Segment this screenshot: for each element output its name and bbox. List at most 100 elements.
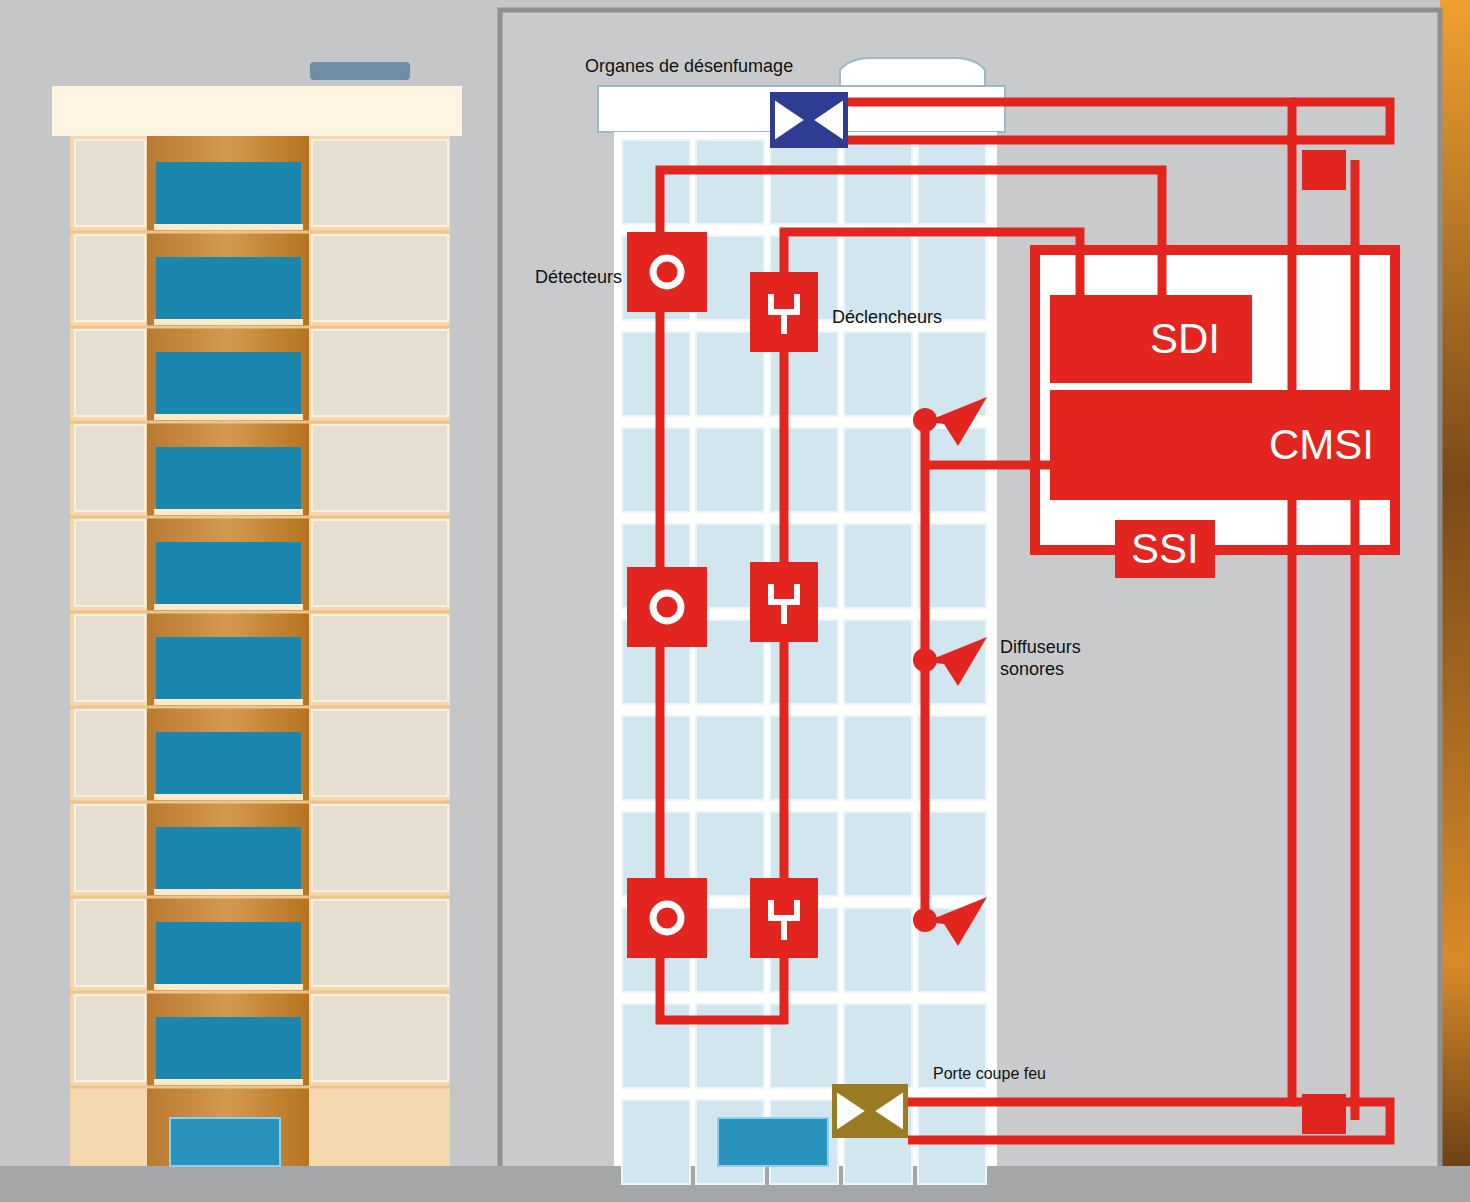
window-pane (156, 732, 301, 794)
sounder-symbol (913, 897, 987, 946)
window-pane (156, 922, 301, 984)
device-caption: Porte coupe feu (933, 1063, 1046, 1085)
manual-call-point (750, 562, 818, 642)
window-pane (844, 428, 912, 512)
window-pane (75, 425, 145, 511)
window-pane (156, 257, 301, 319)
window-pane (154, 509, 303, 515)
device-part (771, 900, 797, 940)
window-pane (312, 520, 448, 606)
roof-cap (310, 62, 410, 80)
sounder-symbol (913, 397, 987, 446)
window-pane (696, 428, 764, 512)
window-pane (312, 235, 448, 321)
smoke-detector (627, 878, 707, 958)
window-pane (918, 140, 986, 224)
smoke-vent-loop (846, 102, 1390, 140)
window-pane (844, 236, 912, 320)
window-pane (844, 716, 912, 800)
window-pane (75, 330, 145, 416)
window-pane (75, 805, 145, 891)
roof-dome (840, 58, 985, 86)
window-pane (844, 1004, 912, 1088)
manual-call-point (750, 878, 818, 958)
wiring (660, 102, 1390, 1140)
system-name: CMSI (1269, 422, 1374, 468)
roof-slab (52, 86, 462, 136)
window-pane (70, 326, 450, 329)
window-pane (844, 908, 912, 992)
device-part (771, 294, 797, 334)
cross-mark (775, 97, 843, 143)
window-pane (918, 236, 986, 320)
diagram-panel (500, 10, 1440, 1170)
facade (614, 132, 997, 1166)
window-pane (156, 1017, 301, 1079)
window-pane (70, 896, 450, 899)
device-part (627, 567, 707, 647)
system-name: SDI (1150, 316, 1220, 362)
window-pane (70, 516, 450, 519)
window-pane (154, 699, 303, 705)
window-pane (156, 827, 301, 889)
sounder-label: Diffuseurs sonores (1000, 636, 1130, 680)
central-column (147, 136, 309, 1166)
facade (70, 135, 450, 1166)
smoke-detector (627, 567, 707, 647)
window-pane (75, 615, 145, 701)
device-part (627, 878, 707, 958)
window-pane (156, 162, 301, 224)
sounder-symbol (913, 637, 987, 686)
window-pane (70, 421, 450, 424)
window-pane (70, 706, 450, 709)
manual-call-point (750, 272, 818, 352)
window-pane (770, 140, 838, 224)
device-part (653, 904, 681, 932)
window-pane (312, 995, 448, 1081)
relay-box (1302, 150, 1346, 190)
smoke-vent-box: Organes de désenfumage (770, 92, 848, 148)
entrance-door (718, 1118, 828, 1166)
window-pane (70, 611, 450, 614)
detection-loop (660, 170, 1162, 1020)
window-pane (156, 352, 301, 414)
window-pane (75, 140, 145, 226)
cmsi-box: CMSI (1050, 390, 1390, 500)
window-pane (154, 414, 303, 420)
window-pane (75, 235, 145, 321)
window-pane (844, 812, 912, 896)
window-pane (312, 900, 448, 986)
window-pane (154, 224, 303, 230)
control-wire (848, 102, 1292, 390)
window-pane (696, 140, 764, 224)
device-caption: Organes de désenfumage (585, 55, 793, 77)
window-pane (312, 615, 448, 701)
sdi-box: SDI (1050, 295, 1252, 383)
entrance-door (170, 1118, 280, 1166)
window-pane (156, 447, 301, 509)
device-part (925, 397, 987, 446)
window-pane (844, 140, 912, 224)
window-pane (70, 231, 450, 234)
detector-label: Détecteurs (535, 266, 622, 288)
cross-symbol (775, 97, 843, 143)
device-part (627, 232, 707, 312)
ssi-frame: SSISDICMSI (1030, 245, 1400, 555)
window-pane (844, 332, 912, 416)
window-pane (312, 330, 448, 416)
edge-strip (1440, 0, 1470, 1202)
window-pane (75, 710, 145, 796)
device-part (750, 878, 818, 958)
device-part (750, 562, 818, 642)
window-pane (696, 716, 764, 800)
cross-symbol (837, 1089, 903, 1133)
window-pane (75, 900, 145, 986)
fire-door-box: Porte coupe feu (832, 1084, 908, 1138)
window-pane (312, 425, 448, 511)
device-part (750, 272, 818, 352)
window-pane (75, 995, 145, 1081)
window-pane (70, 1086, 450, 1089)
